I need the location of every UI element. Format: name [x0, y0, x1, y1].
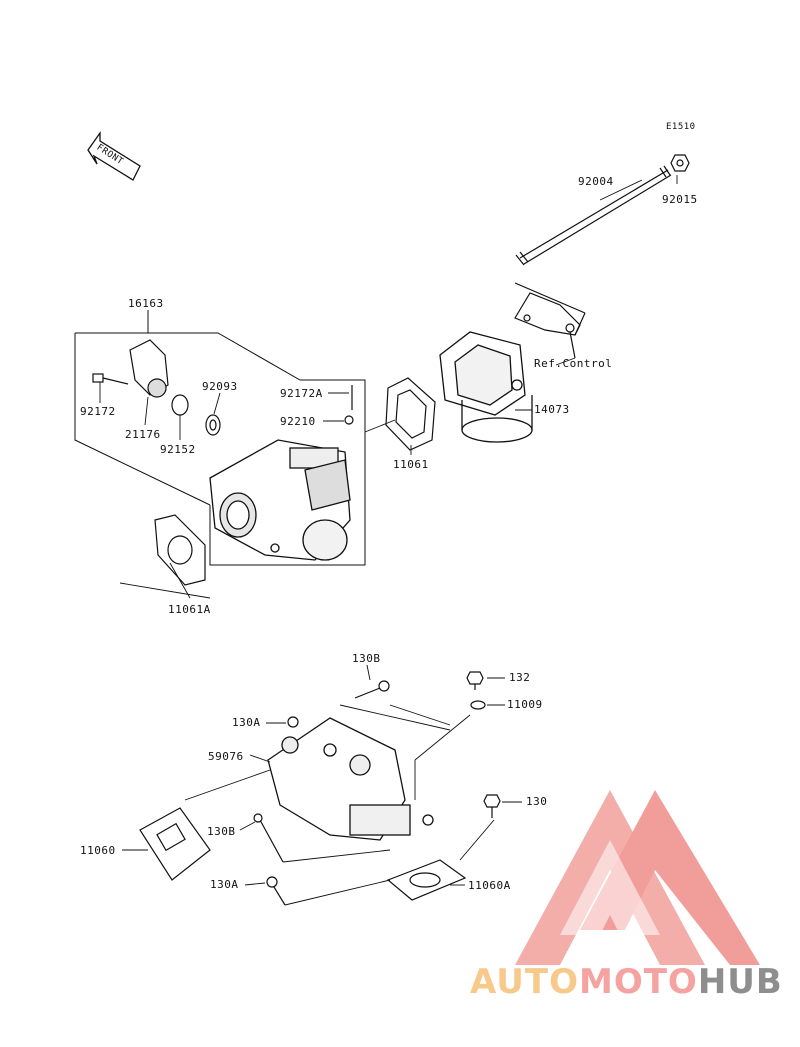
part-label-11060A: 11060A [468, 879, 511, 892]
part-label-92004: 92004 [578, 175, 614, 188]
part-label-21176: 21176 [125, 428, 161, 441]
part-label-92152: 92152 [160, 443, 196, 456]
watermark-part-moto: MOTO [578, 962, 698, 1002]
screw-92172 [92, 373, 129, 385]
part-label-11061: 11061 [393, 458, 429, 471]
bolt-130B-top [354, 680, 390, 699]
part-label-11061A: 11061A [168, 603, 211, 616]
throttle-body-14073 [439, 331, 533, 443]
part-label-92172A: 92172A [280, 387, 323, 400]
front-arrow-icon [87, 130, 141, 181]
part-label-132: 132 [509, 671, 531, 684]
part-label-11060: 11060 [80, 844, 116, 857]
ref-control-label: Ref.Control [534, 357, 613, 370]
nut-92015 [670, 154, 690, 172]
diagram-code: E1510 [666, 122, 696, 132]
bracket [514, 282, 586, 359]
o-ring-92093 [205, 414, 221, 436]
bolt-130B-bottom [253, 813, 284, 863]
leader-lines [99, 175, 678, 906]
part-label-16163: 16163 [128, 297, 164, 310]
sensor-21176 [129, 339, 169, 398]
gasket-11061A [154, 514, 206, 586]
part-label-130-right: 130 [526, 795, 548, 808]
part-label-130A-top: 130A [232, 716, 261, 729]
bolt-130-right [483, 794, 501, 818]
watermark-logo-text: AUTOMOTOHUB [470, 962, 783, 1002]
gasket-11060 [139, 807, 211, 881]
watermark-part-auto: AUTO [470, 962, 579, 1002]
assembly-outline-16163 [74, 310, 366, 566]
part-label-130B-top: 130B [352, 652, 381, 665]
washer-11009 [470, 700, 486, 710]
part-label-92093: 92093 [202, 380, 238, 393]
manifold-59076 [267, 717, 434, 841]
part-label-59076: 59076 [208, 750, 244, 763]
part-label-130B-bottom: 130B [207, 825, 236, 838]
part-label-92210: 92210 [280, 415, 316, 428]
part-label-92172: 92172 [80, 405, 116, 418]
screw-92172A [344, 385, 354, 425]
gasket-11060A [386, 859, 467, 901]
bolt-130A-top [287, 716, 299, 728]
part-label-11009: 11009 [507, 698, 543, 711]
bolt-130A-bottom [266, 876, 286, 906]
part-label-130A-bottom: 130A [210, 878, 239, 891]
part-label-14073: 14073 [534, 403, 570, 416]
ring-92152 [171, 394, 189, 416]
stud-92004 [515, 165, 672, 266]
watermark-triangle-logo [515, 790, 760, 965]
watermark-part-hub: HUB [697, 962, 783, 1002]
bolt-132 [466, 671, 484, 690]
throttle-body-main [209, 439, 351, 561]
part-label-92015: 92015 [662, 193, 698, 206]
gasket-11061 [385, 377, 436, 451]
